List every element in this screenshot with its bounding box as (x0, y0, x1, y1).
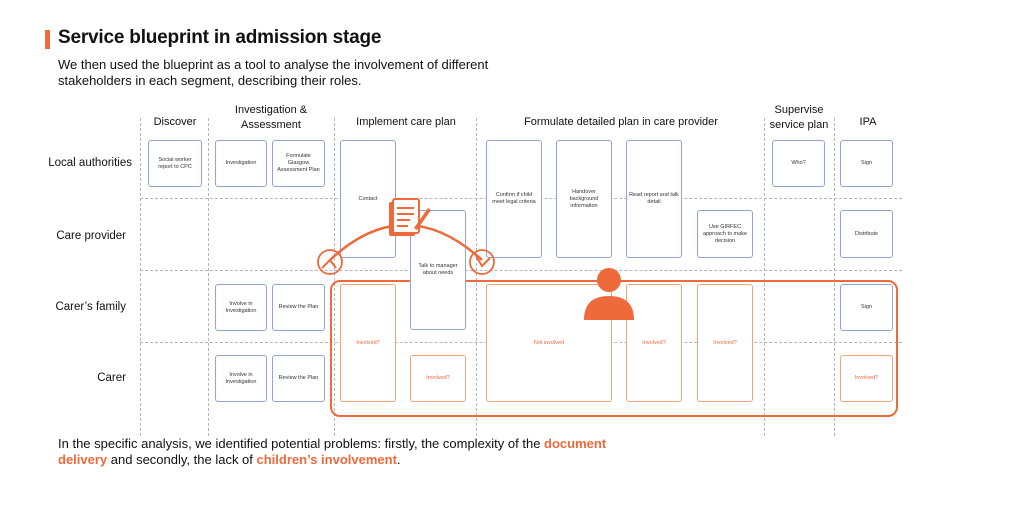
arc-start-arrow-icon (321, 258, 337, 269)
column-ipa: IPA (859, 116, 877, 128)
card-who: Who? (772, 140, 825, 187)
card-family-review: Review the Plan (272, 284, 325, 331)
footer-part2: and secondly, the lack of (107, 452, 257, 467)
grid-line-v (764, 118, 765, 436)
card-girfec: Use GIRFEC approach to make decision (697, 210, 753, 258)
arc-end-circle (469, 249, 495, 275)
title-accent-bar (45, 30, 50, 49)
row-carer: Carer (97, 372, 126, 384)
document-pen-icon (389, 198, 431, 236)
card-sign-family: Sign (840, 284, 893, 331)
grid-line-v (140, 118, 141, 436)
column-discover: Discover (153, 116, 197, 128)
highlight-childrens-involvement: children’s involvement (256, 452, 397, 467)
card-carer-involve: Involve in Investigation (215, 355, 267, 402)
card-contact: Contact (340, 140, 396, 258)
row-care-provider: Care provider (56, 230, 126, 242)
card-social-worker: Social worker report to CPC (148, 140, 202, 187)
highlight-document-delivery: document delivery (58, 436, 607, 467)
card-involved-3: Involved? (626, 284, 682, 402)
card-carer-review: Review the Plan (272, 355, 325, 402)
grid-line-v (334, 118, 335, 436)
card-read-report: Read report and talk detail (626, 140, 682, 258)
footer-text: In the specific analysis, we identified … (58, 436, 618, 468)
card-involved-2: Involved? (410, 355, 466, 402)
person-icon (584, 268, 634, 320)
card-distribute: Distribute (840, 210, 893, 258)
arc-end-arrow-icon (475, 255, 491, 268)
footer-part1: In the specific analysis, we identified … (58, 436, 545, 451)
card-formulate-glasgow: Formulate Glasgow Assessment Plan (272, 140, 325, 187)
intro-text: We then used the blueprint as a tool to … (58, 57, 489, 88)
arc-start-circle (317, 249, 343, 275)
column-investigation: Investigation & Assessment (234, 104, 308, 131)
page-title: Service blueprint in admission stage (58, 27, 382, 48)
column-formulate: Formulate detailed plan in care provider (524, 116, 718, 128)
column-implement: Implement care plan (356, 116, 456, 128)
grid-line-v (476, 118, 477, 436)
card-investigation: Investigation (215, 140, 267, 187)
column-supervise: Supervise service plan (769, 104, 829, 131)
card-involved-ipa: Involved? (840, 355, 893, 402)
grid-line-h (140, 270, 902, 271)
grid-line-v (834, 118, 835, 436)
card-handover: Handover background information (556, 140, 612, 258)
row-carers-family: Carer’s family (55, 301, 126, 313)
card-involved-1: Involved? (340, 284, 396, 402)
card-involved-4: Involved? (697, 284, 753, 402)
row-local-authorities: Local authorities (48, 157, 132, 169)
grid-line-v (208, 118, 209, 436)
card-family-involve: Involve in Investigation (215, 284, 267, 331)
card-sign-local: Sign (840, 140, 893, 187)
footer-part3: . (396, 452, 401, 467)
card-confirm-child: Confirm if child meet legal criteria (486, 140, 542, 258)
